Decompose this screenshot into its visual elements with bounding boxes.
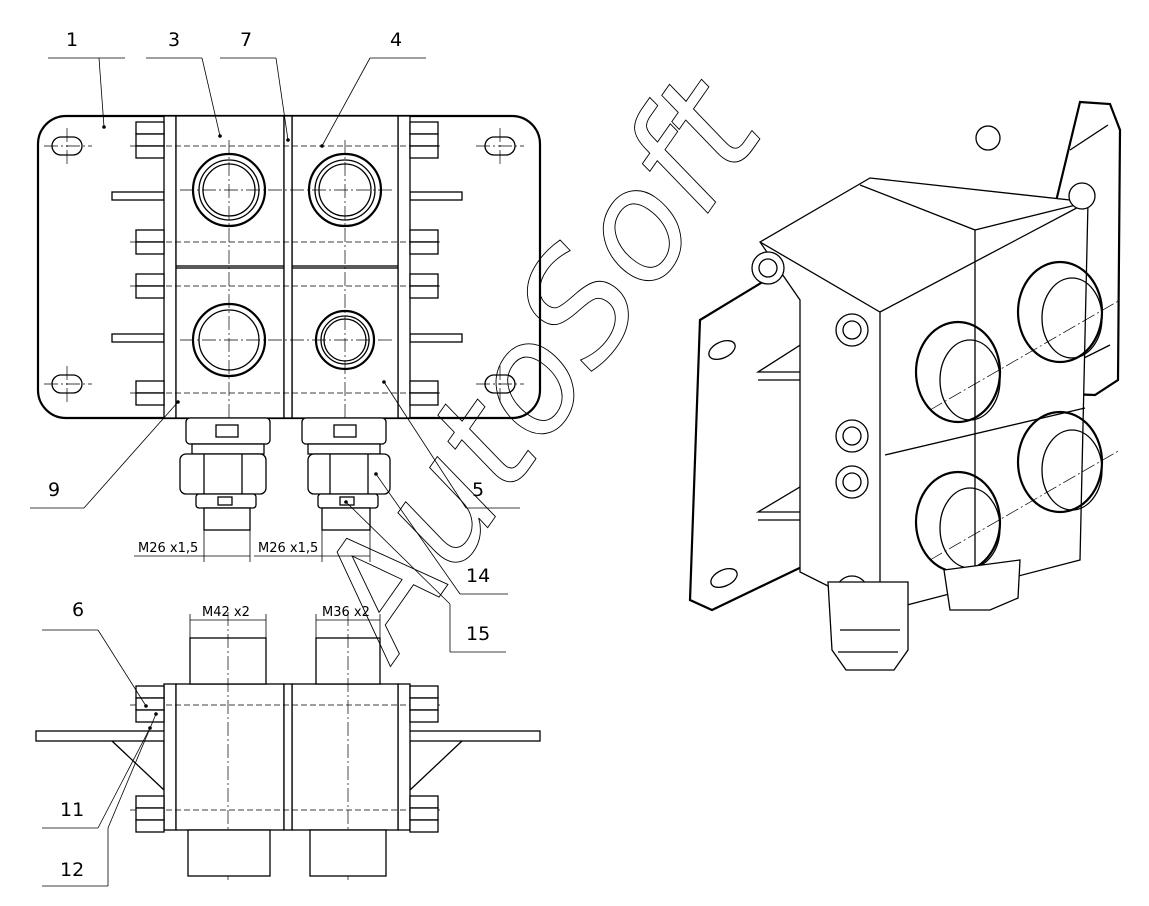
bottom-fittings xyxy=(179,417,391,531)
bolts xyxy=(135,121,439,406)
callout-5: 5 xyxy=(472,479,484,501)
dim-thread-left-bottom: M42 x2 xyxy=(202,605,250,620)
isometric-view xyxy=(688,100,1122,671)
iso-cable-glands xyxy=(914,260,1121,574)
callout-4: 4 xyxy=(390,29,402,51)
callout-15: 15 xyxy=(466,623,490,645)
front-view: M26 x1,5 M26 x1,5 xyxy=(36,114,542,562)
callout-7: 7 xyxy=(240,29,252,51)
callout-6: 6 xyxy=(72,599,84,621)
callout-14: 14 xyxy=(466,565,490,587)
cable-glands xyxy=(180,140,395,440)
dim-thread-right-bottom: M36 x2 xyxy=(322,605,370,620)
dimension-lines-top xyxy=(134,530,371,562)
callout-12: 12 xyxy=(60,859,84,881)
callout-11: 11 xyxy=(60,799,84,821)
callout-3: 3 xyxy=(168,29,180,51)
callout-1: 1 xyxy=(66,29,78,51)
iso-box-body xyxy=(759,177,1089,613)
mounting-slots xyxy=(44,128,524,402)
divider-7 xyxy=(283,115,293,419)
side-view: M42 x2 M36 x2 xyxy=(35,605,541,880)
dim-thread-left-top: M26 x1,5 xyxy=(138,541,198,556)
leader-lines xyxy=(30,57,520,887)
dim-thread-right-top: M26 x1,5 xyxy=(258,541,318,556)
callout-9: 9 xyxy=(48,479,60,501)
